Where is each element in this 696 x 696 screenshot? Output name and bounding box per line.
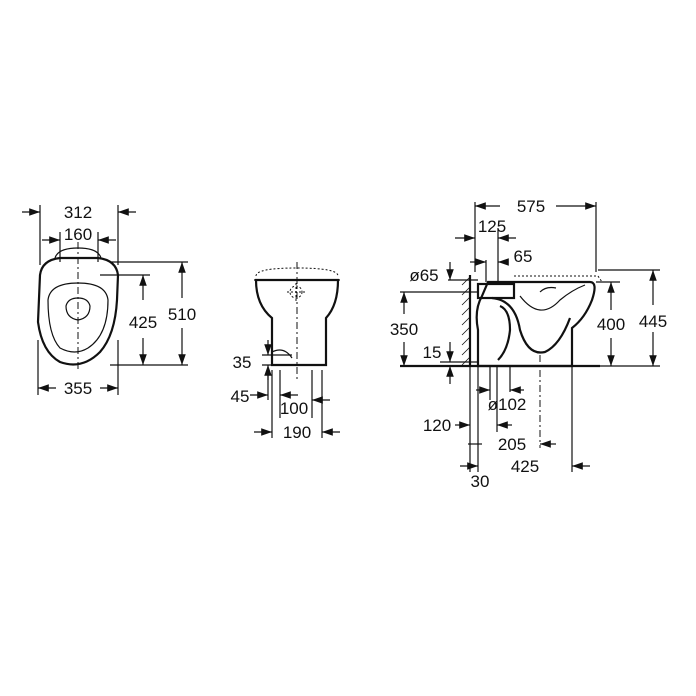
flush-outlet-cross bbox=[287, 283, 305, 301]
dim-190: 190 bbox=[283, 423, 311, 442]
wall-hatching bbox=[461, 276, 471, 366]
front-view: 35 45 100 190 bbox=[231, 262, 340, 442]
toilet-seat-outline bbox=[36, 256, 120, 366]
inlet-pipe bbox=[476, 282, 516, 300]
dim-125: 125 bbox=[478, 217, 506, 236]
trap-inner bbox=[519, 284, 586, 311]
dim-120: 120 bbox=[423, 416, 451, 435]
dim-355: 355 bbox=[64, 379, 92, 398]
dim-312: 312 bbox=[64, 203, 92, 222]
side-view: 575 125 65 ø65 350 15 400 445 bbox=[390, 197, 667, 491]
water-jet bbox=[539, 286, 557, 293]
seat-opening bbox=[47, 282, 109, 353]
front-bowl-outline bbox=[254, 278, 340, 367]
trap-outline bbox=[491, 296, 572, 361]
dim-30: 30 bbox=[471, 472, 490, 491]
dim-425: 425 bbox=[129, 313, 157, 332]
dim-575: 575 bbox=[517, 197, 545, 216]
dim-160: 160 bbox=[64, 225, 92, 244]
dim-o102: ø102 bbox=[488, 395, 527, 414]
dim-100: 100 bbox=[280, 399, 308, 418]
dim-205: 205 bbox=[498, 435, 526, 454]
dim-400: 400 bbox=[597, 315, 625, 334]
dim-350: 350 bbox=[390, 320, 418, 339]
dim-o65: ø65 bbox=[409, 266, 438, 285]
dim-35: 35 bbox=[233, 353, 252, 372]
top-view: 312 160 425 510 355 bbox=[22, 203, 196, 398]
dim-65: 65 bbox=[514, 247, 533, 266]
dim-15: 15 bbox=[423, 343, 442, 362]
small-bowl-hole bbox=[65, 297, 91, 321]
seat-dotted-outline bbox=[514, 275, 603, 283]
seat-dotted-outline bbox=[255, 267, 339, 277]
side-bowl-outline bbox=[475, 280, 596, 368]
dim-445: 445 bbox=[639, 312, 667, 331]
outlet-curve bbox=[271, 349, 293, 359]
dim-425-side: 425 bbox=[511, 457, 539, 476]
dim-510: 510 bbox=[168, 305, 196, 324]
dim-45: 45 bbox=[231, 387, 250, 406]
